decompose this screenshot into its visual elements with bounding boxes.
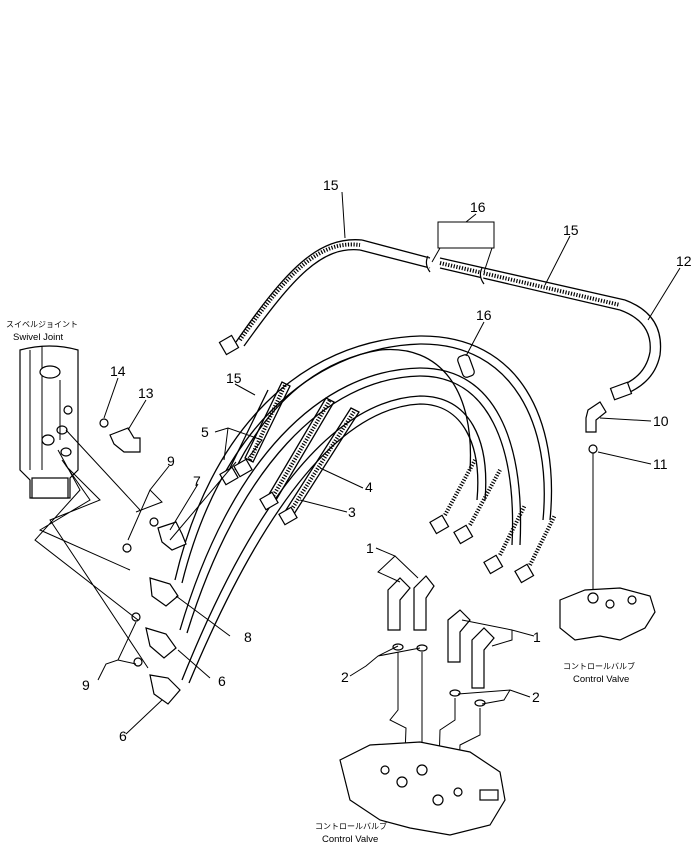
- elbow-10: [585, 401, 607, 433]
- fittings-1: [387, 575, 495, 689]
- oring-11: [588, 444, 598, 454]
- orings-2: [392, 643, 486, 707]
- hoses-straight: [219, 381, 360, 526]
- callout-15-right: 15: [563, 222, 579, 238]
- leader-lines-bottom: [389, 652, 481, 801]
- hose-15-top: [218, 239, 626, 356]
- callout-4: 4: [365, 479, 373, 495]
- control-valve-bottom-label-en: Control Valve: [322, 834, 378, 845]
- callout-6-right: 6: [218, 673, 226, 689]
- callout-13: 13: [138, 385, 154, 401]
- callout-1-left: 1: [366, 540, 374, 556]
- callout-15-left: 15: [226, 370, 242, 386]
- control-valve-bottom-label-jp: コントロールバルブ: [315, 821, 387, 831]
- callout-11: 11: [653, 456, 668, 472]
- leader-lines-left: [34, 380, 237, 669]
- callout-5: 5: [201, 424, 209, 440]
- callout-10: 10: [653, 413, 669, 429]
- control-valve-right: [559, 587, 656, 641]
- callout-2-left: 2: [341, 669, 349, 685]
- swivel-joint-label-jp: スイベルジョイント: [6, 320, 78, 329]
- control-valve-right-label-en: Control Valve: [573, 674, 629, 685]
- callout-16-mid: 16: [476, 307, 492, 323]
- callout-2-right: 2: [532, 689, 540, 705]
- clamp-16-mid: [457, 354, 475, 378]
- orings-left: [99, 418, 159, 667]
- callout-3: 3: [348, 504, 356, 520]
- callout-leaders: [97, 191, 681, 735]
- callout-16-top: 16: [470, 199, 486, 215]
- hoses-u-shape: [174, 335, 553, 684]
- callout-1-right: 1: [533, 629, 541, 645]
- swivel-joint: [19, 345, 79, 499]
- control-valve-right-label-jp: コントロールバルブ: [563, 661, 635, 671]
- elbows-left: [109, 427, 187, 705]
- callout-9-lower: 9: [82, 677, 90, 693]
- hose-ends-right: [429, 459, 557, 584]
- callout-14: 14: [110, 363, 126, 379]
- callout-15-top: 15: [323, 177, 339, 193]
- swivel-joint-label-en: Swivel Joint: [13, 332, 64, 343]
- callout-12: 12: [676, 253, 692, 269]
- callout-7: 7: [193, 473, 201, 489]
- callout-9-upper: 9: [167, 453, 175, 469]
- callout-8: 8: [244, 629, 252, 645]
- control-valve-bottom: [339, 741, 506, 836]
- hose-12: [609, 299, 662, 401]
- clamp-16-top: [425, 221, 495, 285]
- callout-6-lower: 6: [119, 728, 127, 744]
